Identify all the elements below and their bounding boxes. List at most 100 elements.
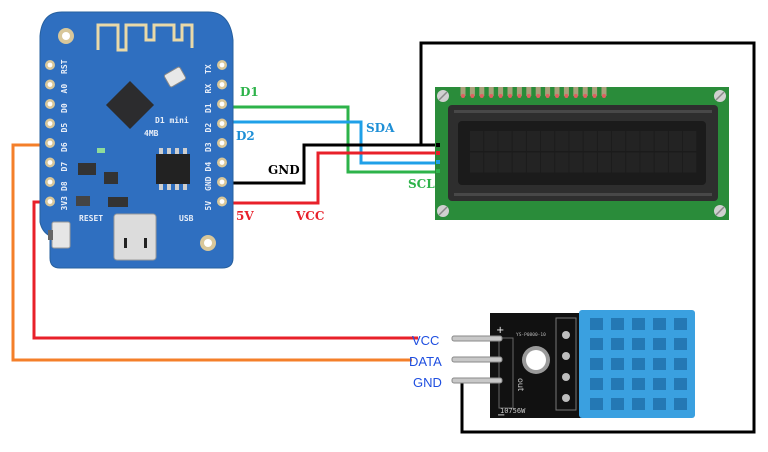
- ic-small: [104, 172, 118, 184]
- dht11-pin-gnd[interactable]: [451, 377, 503, 384]
- lcd-character-grid: [470, 131, 697, 173]
- vent-slot: [674, 318, 687, 330]
- pin-label: D4: [204, 162, 213, 172]
- pin-d8[interactable]: D8: [45, 177, 69, 191]
- pin-label: RST: [60, 59, 69, 74]
- vent-slot: [674, 398, 687, 410]
- pin-hole: [47, 62, 53, 68]
- regulator: [78, 163, 96, 175]
- lcd-character-cell: [654, 152, 668, 173]
- minus-mark: −: [497, 410, 505, 421]
- silk-out: out: [516, 378, 525, 391]
- label-sda: SDA: [366, 121, 395, 135]
- vent-slot: [632, 358, 645, 370]
- wire-gnd-lcd: [229, 143, 438, 185]
- wire-d1-scl: [229, 105, 438, 174]
- vent-slot: [590, 378, 603, 390]
- sensor-pin-labels: VCC DATA GND: [409, 333, 442, 390]
- lcd-header-pad: [517, 94, 522, 98]
- lcd-character-cell: [683, 131, 697, 151]
- reset-button[interactable]: [51, 221, 71, 249]
- pin-d5[interactable]: D5: [45, 118, 69, 133]
- pin-hole: [47, 101, 53, 107]
- wire-labels: D1 D2 GND 5V VCC SDA SCL: [236, 85, 435, 223]
- pin-3v3[interactable]: 3V3: [45, 196, 69, 211]
- lcd-character-cell: [583, 152, 597, 173]
- wire-d6-dht-data: [11, 143, 412, 362]
- pin-label: D3: [204, 142, 213, 152]
- lcd-header-pad: [479, 94, 484, 98]
- flash-label: 4MB: [144, 129, 159, 138]
- pin-hole: [47, 160, 53, 165]
- pin-label: RX: [204, 84, 213, 94]
- pin-d7[interactable]: D7: [45, 157, 69, 172]
- lcd-header-pad: [545, 94, 550, 98]
- pin-d4[interactable]: D4: [204, 157, 227, 172]
- lcd-header-pin: [526, 87, 532, 96]
- diode: [108, 197, 128, 207]
- lcd-character-cell: [640, 131, 654, 151]
- pin-label: D7: [60, 162, 69, 172]
- lcd-header-pad: [489, 94, 494, 98]
- lcd-header-pad: [592, 94, 597, 98]
- vent-slot: [611, 358, 624, 370]
- pin-hole: [219, 179, 225, 185]
- pin-d2[interactable]: D2: [204, 118, 227, 133]
- lcd-header-pin: [601, 87, 607, 96]
- pin-label: TX: [204, 64, 213, 74]
- pin-rx[interactable]: RX: [204, 79, 227, 94]
- pin-tx[interactable]: TX: [204, 60, 227, 74]
- lcd-character-cell: [512, 131, 526, 151]
- label-gnd: GND: [268, 163, 300, 177]
- dht11-module: + − YS-P0800-10 10756W out: [451, 310, 695, 421]
- lcd-header-pin: [460, 87, 466, 96]
- vent-slot: [674, 358, 687, 370]
- reset-label: RESET: [79, 214, 103, 223]
- pin-label: A0: [60, 84, 69, 94]
- vent-slot: [611, 398, 624, 410]
- lcd-character-cell: [541, 152, 555, 173]
- pin-5v[interactable]: 5V: [204, 196, 227, 211]
- flash-chip-legs: [159, 148, 187, 190]
- pin-d0[interactable]: D0: [45, 99, 69, 113]
- pin-rst[interactable]: RST: [45, 59, 69, 74]
- lcd-header-pins: [460, 87, 607, 98]
- lcd-character-cell: [597, 152, 612, 173]
- pin-outline: [498, 337, 514, 409]
- label-5v: 5V: [236, 209, 254, 223]
- label-d2: D2: [236, 129, 255, 143]
- lcd-character-cell: [498, 131, 512, 151]
- pin-d3[interactable]: D3: [204, 138, 227, 152]
- silk-bottom: 10756W: [500, 407, 526, 415]
- dht11-pin-vcc[interactable]: [451, 335, 503, 342]
- lcd-header-pin: [573, 87, 579, 96]
- reset-button-knob: [48, 230, 53, 240]
- lcd-header-pad: [555, 94, 559, 98]
- pin-d1[interactable]: D1: [204, 99, 227, 113]
- dht11-pins: [451, 335, 503, 384]
- lcd-character-cell: [484, 131, 498, 151]
- pin-a0[interactable]: A0: [45, 79, 69, 94]
- dht11-mount-hole-center: [526, 350, 546, 370]
- lcd-character-cell: [626, 131, 640, 151]
- vent-slot: [632, 378, 645, 390]
- lcd-header-pin: [545, 87, 551, 96]
- pin-d6[interactable]: D6: [45, 138, 69, 152]
- lcd-header-pin: [582, 87, 588, 96]
- pin-label: D1: [204, 103, 213, 113]
- vent-slot: [653, 338, 666, 350]
- lcd-header-pad: [470, 94, 475, 98]
- sensor-label-vcc: VCC: [412, 333, 439, 348]
- pin-gnd[interactable]: GND: [204, 176, 227, 191]
- esp8266-chip: [105, 80, 155, 130]
- dht11-pin-data[interactable]: [451, 356, 503, 363]
- micro-usb-port[interactable]: [113, 213, 157, 261]
- lcd-16x2: [435, 87, 729, 220]
- bezel-edge: [454, 193, 712, 196]
- vent-slot: [653, 378, 666, 390]
- vent-slot: [674, 338, 687, 350]
- vent-slot: [590, 338, 603, 350]
- led: [97, 148, 105, 153]
- lcd-character-cell: [668, 152, 683, 173]
